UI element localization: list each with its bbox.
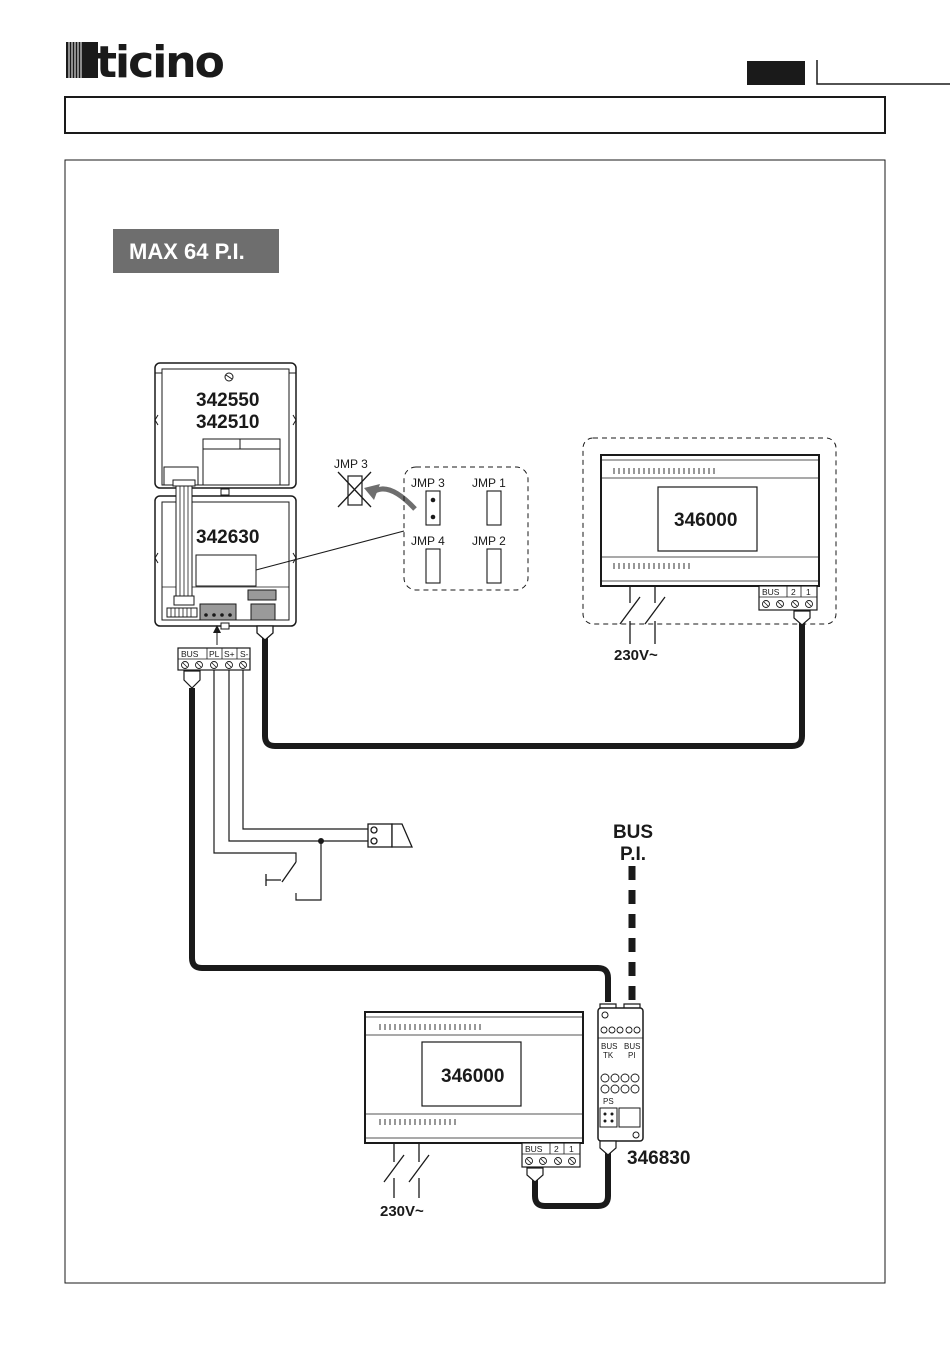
- jumper-pin: [431, 498, 436, 503]
- supply-top-mains-label: 230V~: [614, 647, 658, 664]
- jumper-1-label: JMP 1: [472, 476, 506, 490]
- supply-bottom-terminal-2: 2: [554, 1144, 559, 1154]
- upper-module-code-2: 342510: [196, 412, 259, 433]
- bus-pi-label-line1: BUS: [613, 822, 653, 843]
- supply-bottom-terminal-1: 1: [569, 1144, 574, 1154]
- push-button-icon: [266, 862, 296, 886]
- terminal-s-minus-label: S-: [240, 649, 249, 659]
- jumper-removal-arrow: [372, 489, 415, 509]
- supply-top-terminal-1: 1: [806, 587, 811, 597]
- page-tab-marker: [747, 61, 805, 85]
- interface-ps-label: PS: [603, 1097, 614, 1106]
- power-supply-bottom: [365, 1012, 583, 1198]
- terminal-bus-label: BUS: [181, 649, 199, 659]
- jumper-2-label: JMP 2: [472, 534, 506, 548]
- supply-top-terminal-2: 2: [791, 587, 796, 597]
- interface-code: 346830: [627, 1148, 690, 1169]
- panel-cable-cap: [257, 626, 273, 640]
- upper-module-code-1: 342550: [196, 390, 259, 411]
- power-supply-top: [601, 455, 819, 644]
- supply-top-terminal-bus: BUS: [762, 587, 780, 597]
- logo-wordmark: ticino: [96, 37, 224, 88]
- interface-bus-pi-label-1: BUS: [624, 1042, 640, 1051]
- supply-top-code: 346000: [674, 510, 737, 531]
- jumper-pin: [431, 515, 436, 520]
- wire-junction: [318, 838, 324, 844]
- header-rule: [817, 60, 950, 84]
- supply-bottom-code: 346000: [441, 1066, 504, 1087]
- bticino-logo: ticino bticino: [0, 0, 224, 88]
- removed-jumper-label: JMP 3: [334, 457, 368, 471]
- jumper-4-label: JMP 4: [411, 534, 445, 548]
- terminal-s-plus-label: S+: [224, 649, 235, 659]
- interface-bus-pi-label-2: PI: [628, 1051, 636, 1060]
- logo-text: bticino: [0, 0, 3, 1]
- door-lock-icon: [368, 824, 412, 847]
- bus-pi-label-line2: P.I.: [620, 844, 646, 865]
- interface-346830: [598, 1004, 643, 1155]
- terminal-pointer-arrow: [213, 625, 221, 645]
- cable-panel-to-supply: [265, 622, 802, 746]
- system-badge-label: MAX 64 P.I.: [129, 239, 245, 264]
- interface-bus-tk-label-2: TK: [603, 1051, 614, 1060]
- jumper-3-label: JMP 3: [411, 476, 445, 490]
- supply-bottom-terminal-bus: BUS: [525, 1144, 543, 1154]
- terminal-pl-label: PL: [209, 649, 220, 659]
- lower-module-code: 342630: [196, 527, 259, 548]
- auxiliary-wires: [214, 670, 368, 900]
- supply-bottom-mains-label: 230V~: [380, 1203, 424, 1220]
- interface-bus-tk-label-1: BUS: [601, 1042, 617, 1051]
- title-bar: [65, 97, 885, 133]
- ribbon-cable: [173, 480, 195, 605]
